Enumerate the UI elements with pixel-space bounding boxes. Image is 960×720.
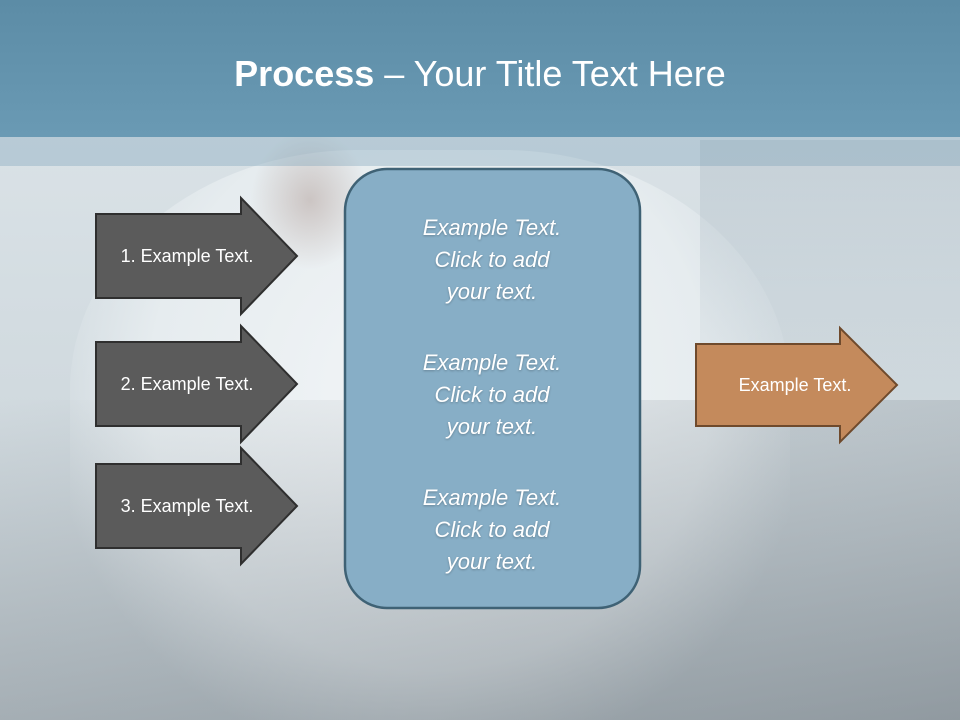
slide-title-rest: – Your Title Text Here <box>374 53 726 94</box>
title-bar-band <box>0 137 960 166</box>
center-box-block-2-line-3: your text. <box>446 414 538 439</box>
center-box-block-3-line-1: Example Text. <box>422 485 562 510</box>
center-box-block-3-line-3: your text. <box>446 549 538 574</box>
left-arrow-3[interactable] <box>95 445 299 567</box>
center-box-block-2-line-1: Example Text. <box>422 350 562 375</box>
left-arrow-2[interactable] <box>95 323 299 445</box>
center-box-block-1-line-1: Example Text. <box>422 215 562 240</box>
center-box-block-3-line-2: Click to add <box>434 517 550 542</box>
center-box-block-3: Example Text. Click to add your text. <box>346 482 638 578</box>
left-arrow-2-label: 2. Example Text. <box>120 374 254 394</box>
right-arrow-label: Example Text. <box>738 375 852 395</box>
center-box-block-1: Example Text. Click to add your text. <box>346 212 638 308</box>
left-arrow-1-label: 1. Example Text. <box>120 246 254 266</box>
slide-title[interactable]: Process – Your Title Text Here <box>0 52 960 96</box>
center-box[interactable] <box>343 167 642 610</box>
center-box-block-2: Example Text. Click to add your text. <box>346 347 638 443</box>
center-box-block-2-line-2: Click to add <box>434 382 550 407</box>
center-box-block-1-line-2: Click to add <box>434 247 550 272</box>
center-box-block-1-line-3: your text. <box>446 279 538 304</box>
center-box-text: Example Text. Click to add your text. Ex… <box>346 212 638 617</box>
left-arrow-1[interactable] <box>95 195 299 317</box>
slide-title-bold: Process <box>234 53 375 94</box>
left-arrow-3-label: 3. Example Text. <box>120 496 254 516</box>
right-arrow[interactable] <box>695 325 899 445</box>
title-bar <box>0 0 960 137</box>
